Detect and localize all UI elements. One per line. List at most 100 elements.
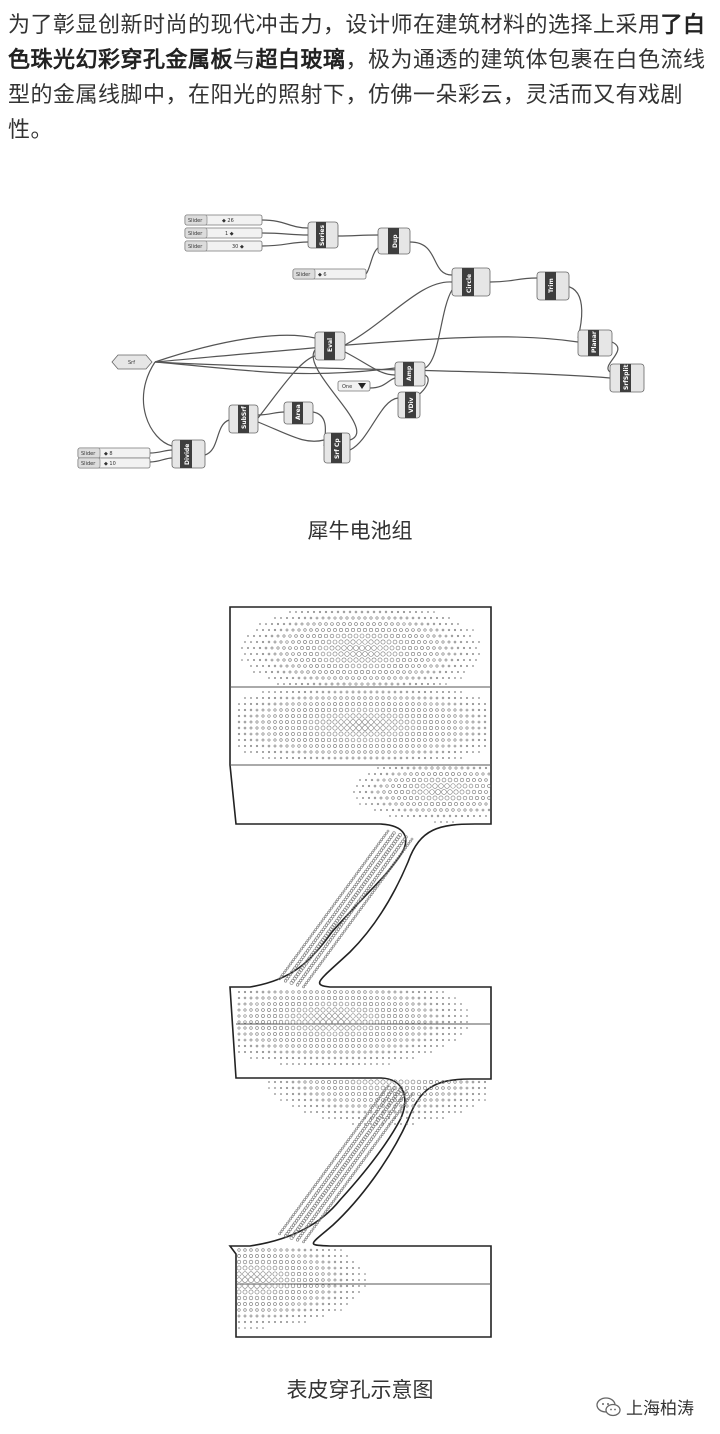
perforation-dot (285, 720, 289, 724)
perforation-dot (477, 708, 481, 712)
perforation-dot (261, 1320, 265, 1324)
perforation-dot (466, 665, 468, 667)
perforation-dot (405, 844, 409, 847)
node-series[interactable]: Series (307, 221, 339, 249)
perforation-dot (327, 1110, 331, 1114)
perforation-dot (279, 726, 283, 730)
perforation-dot (327, 616, 331, 620)
node-divide[interactable]: Divide (171, 439, 206, 469)
perforation-dot (321, 744, 325, 748)
perforation-dot (441, 702, 445, 706)
perforation-dot (358, 791, 361, 794)
slider-6[interactable]: Slider ◆ 6 (292, 268, 367, 280)
perforation-dot (393, 1056, 396, 1059)
node-area[interactable]: Area (283, 401, 314, 425)
perforation-dot (398, 737, 404, 743)
value-list-one[interactable]: One (337, 380, 371, 392)
slider-8[interactable]: Slider ◆ 8 (77, 447, 151, 459)
node-vdiv[interactable]: VDiv (397, 391, 421, 419)
perforation-dot (286, 1099, 288, 1101)
perforation-dot (249, 714, 253, 718)
node-circle[interactable]: Circle (451, 267, 491, 297)
perforation-dot (387, 750, 391, 754)
perforation-dot (303, 756, 307, 760)
perforation-dot (375, 696, 379, 700)
perforation-dot (393, 744, 397, 748)
slider-30[interactable]: Slider 30 ◆ (184, 240, 263, 252)
perforation-dot (330, 946, 334, 950)
perforation-dot (441, 726, 445, 730)
node-dup[interactable]: Dup (377, 227, 411, 255)
perforation-dot (312, 622, 316, 626)
perforation-dot (351, 1284, 355, 1288)
perforation-dot (244, 745, 247, 748)
perforation-dot (285, 1044, 289, 1048)
perforation-dot (259, 671, 261, 673)
perforation-dot (405, 738, 409, 742)
perforation-dot (342, 610, 346, 614)
perforation-dot (387, 628, 391, 632)
perforation-dot (380, 1025, 386, 1031)
perforation-dot (366, 682, 370, 686)
perforation-dot (285, 977, 289, 981)
perforation-dot (351, 696, 355, 700)
perforation-dot (308, 1031, 314, 1037)
perforation-dot (303, 1227, 308, 1231)
perforation-dot (447, 652, 451, 656)
perforation-dot (387, 690, 391, 694)
perforation-dot (387, 702, 391, 706)
perforation-dot (312, 930, 316, 934)
perforation-dot (423, 732, 427, 736)
perforation-dot (371, 1146, 375, 1149)
perforation-dot (285, 756, 289, 760)
perforation-dot (411, 789, 417, 795)
node-subsrf[interactable]: SubSrf (228, 404, 259, 434)
perforation-dot (321, 702, 325, 706)
slider-1[interactable]: Slider 1 ◆ (184, 227, 263, 239)
node-amp[interactable]: Amp (394, 361, 426, 387)
perforation-dot (389, 645, 395, 651)
perforation-dot (344, 737, 350, 743)
perforation-dot (308, 966, 312, 970)
perforation-dot (297, 1308, 301, 1312)
perforation-dot (386, 731, 392, 737)
perforation-dot (350, 1079, 356, 1085)
perforation-dot (332, 713, 338, 719)
perforation-dot (374, 1091, 379, 1096)
perforation-dot (295, 983, 300, 987)
perforation-dot (435, 676, 439, 680)
perforation-dot (309, 1260, 313, 1264)
perforation-dot (309, 690, 313, 694)
node-srfsplit[interactable]: SrfSplit (609, 363, 645, 393)
perforation-dot (393, 1002, 397, 1006)
perforation-dot (335, 1163, 340, 1167)
node-srfcp[interactable]: Srf Cp (323, 432, 351, 464)
perforation-dot (267, 1038, 271, 1042)
node-trim[interactable]: Trim (536, 271, 570, 301)
perforation-dot (333, 744, 337, 748)
perforation-dot (309, 1092, 313, 1096)
perforation-dot (346, 1261, 348, 1263)
perforation-dot (297, 1044, 301, 1048)
perforation-dot (278, 1265, 284, 1271)
perforation-dot (273, 1320, 277, 1324)
perforation-dot (444, 634, 448, 638)
perforation-dot (435, 652, 439, 656)
perforation-dot (411, 1116, 415, 1120)
perforation-dot (442, 691, 444, 693)
perforation-dot (466, 802, 470, 806)
perforation-dot (390, 622, 394, 626)
slider-10[interactable]: Slider ◆ 10 (77, 457, 151, 469)
perforation-dot (390, 670, 394, 674)
perforation-dot (322, 1315, 324, 1317)
perforation-dot (318, 634, 322, 638)
perforation-dot (346, 914, 350, 918)
param-srf[interactable]: Srf (111, 354, 153, 370)
slider-26[interactable]: Slider ◆ 26 (184, 214, 263, 226)
node-planar[interactable]: Planar (577, 329, 613, 357)
perforation-dot (402, 622, 406, 626)
perforation-dot (344, 927, 348, 931)
node-eval[interactable]: Eval (314, 331, 346, 361)
perforation-dot (310, 1111, 312, 1113)
perforation-dot (309, 1189, 313, 1193)
